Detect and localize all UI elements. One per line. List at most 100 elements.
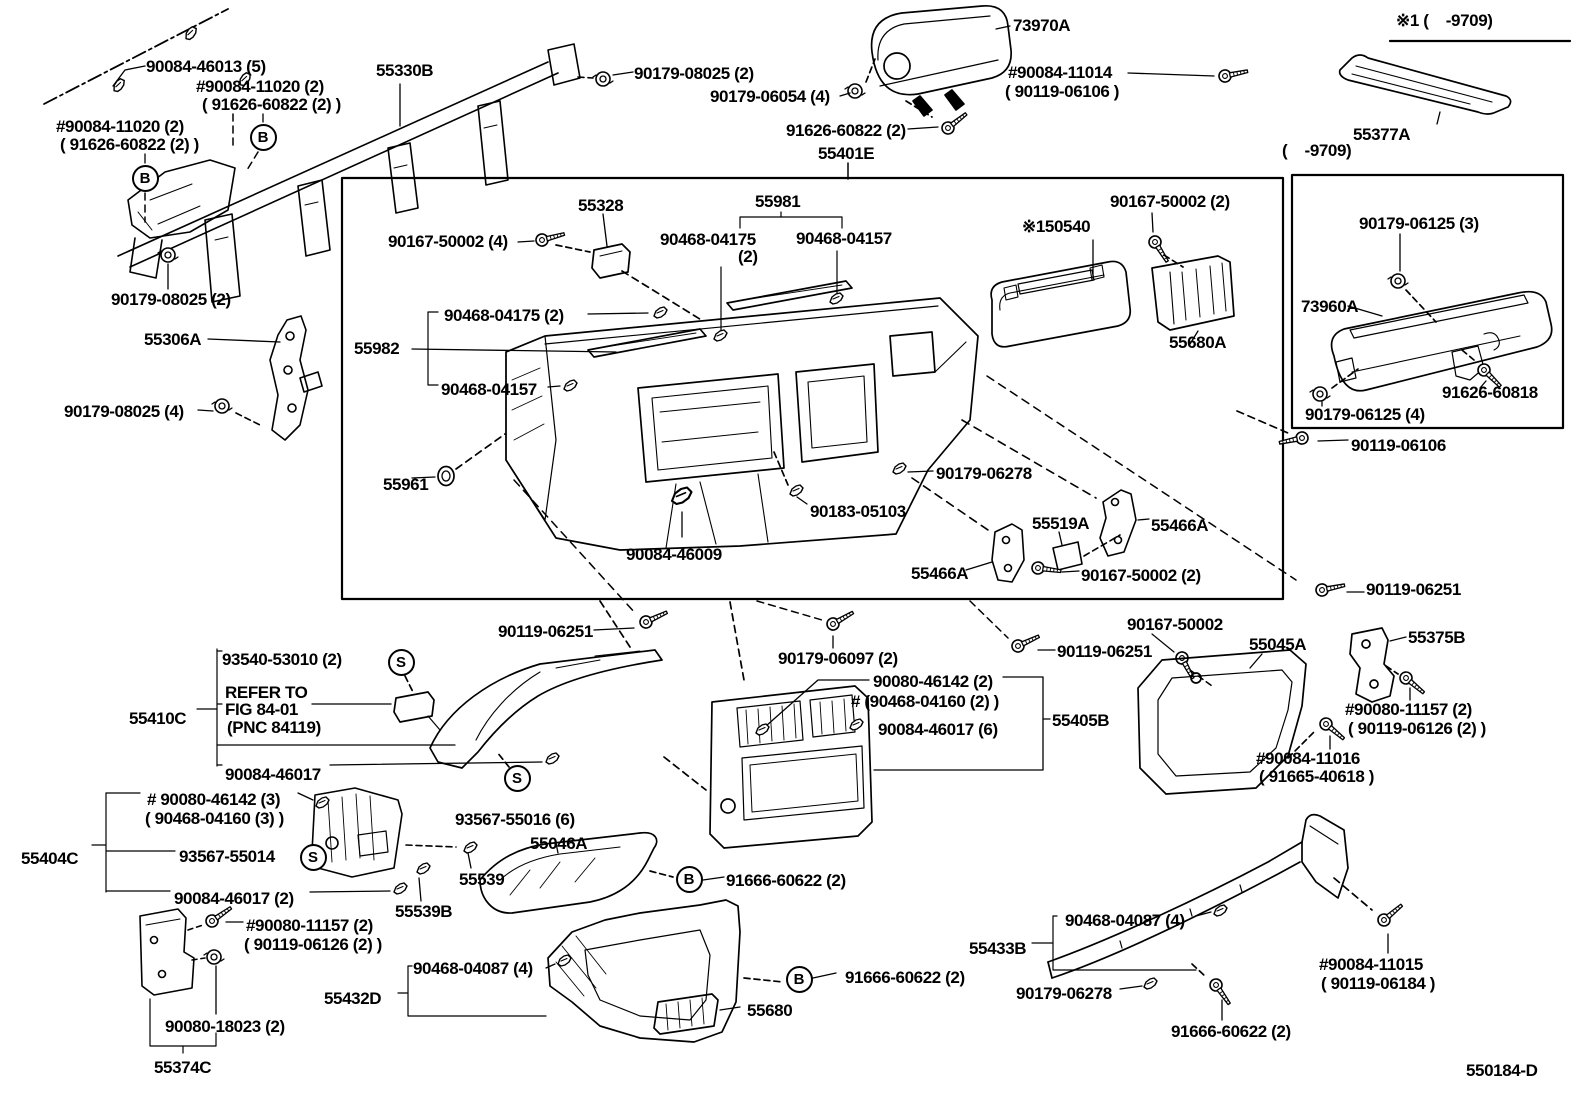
bracket-55374c	[139, 902, 244, 1054]
part-label-55981: 55981	[755, 192, 801, 211]
part-label-90468-04175-2: 90468-04175 (2)	[444, 306, 564, 325]
part-label-2: (2)	[738, 247, 758, 266]
part-label-55410c: 55410C	[129, 709, 187, 728]
part-label-90084-46009: 90084-46009	[626, 545, 722, 564]
part-label-55375b: 55375B	[1408, 628, 1466, 647]
assembly-marker-s-5: S	[299, 843, 327, 871]
cluster-housing-55045a	[1137, 627, 1429, 795]
part-label-90119-06251: 90119-06251	[498, 622, 593, 641]
part-label-90167-50002-2: 90167-50002 (2)	[1081, 566, 1201, 585]
lower-trim-55433b	[1031, 813, 1407, 1021]
part-label-90080-18023-2: 90080-18023 (2)	[165, 1017, 285, 1036]
part-label-55405b: 55405B	[1052, 711, 1110, 730]
part-label-90119-06126-2: ( 90119-06126 (2) )	[244, 935, 382, 954]
part-label-55539: 55539	[459, 870, 505, 889]
part-label-90084-11020-2: #90084-11020 (2)	[196, 77, 324, 96]
part-label-91626-60822-2: ( 91626-60822 (2) )	[60, 135, 199, 154]
part-label-1-9709: ※1 ( -9709)	[1396, 11, 1493, 30]
part-label-90084-11016: #90084-11016	[1256, 749, 1360, 768]
part-label-90119-06106: 90119-06106	[1351, 436, 1446, 455]
center-cluster-55405b	[663, 601, 1051, 849]
part-label-55519a: 55519A	[1032, 514, 1090, 533]
part-label-90183-05103: 90183-05103	[810, 502, 906, 521]
lower-panel-55432d	[397, 899, 837, 1043]
part-label-55046a: 55046A	[530, 834, 588, 853]
part-label-90468-04160-3: ( 90468-04160 (3) )	[145, 809, 284, 828]
part-label-90179-06125-4: 90179-06125 (4)	[1305, 405, 1425, 424]
part-label-90468-04160-2: # (90468-04160 (2) )	[851, 692, 999, 711]
part-label-55306a: 55306A	[144, 330, 202, 349]
part-label-55401e: 55401E	[818, 144, 875, 163]
part-label-90468-04157: 90468-04157	[796, 229, 892, 248]
part-label-90167-50002-4: 90167-50002 (4)	[388, 232, 508, 251]
instrument-panel-55401e	[411, 211, 979, 551]
part-label-90179-06278: 90179-06278	[936, 464, 1032, 483]
part-label-9709: ( -9709)	[1282, 141, 1352, 160]
part-label-55680a: 55680A	[1169, 333, 1227, 352]
part-label-55982: 55982	[354, 339, 400, 358]
part-label-refer-to: REFER TO	[225, 683, 308, 702]
part-label-90119-06184: ( 90119-06184 )	[1321, 974, 1436, 993]
part-label-55961: 55961	[383, 475, 429, 494]
part-label-90179-06125-3: 90179-06125 (3)	[1359, 214, 1479, 233]
part-label-90084-46017-2: 90084-46017 (2)	[174, 889, 294, 908]
part-label-90468-04087-4: 90468-04087 (4)	[413, 959, 533, 978]
part-label-93567-55016-6: 93567-55016 (6)	[455, 810, 575, 829]
part-label-91626-60818: 91626-60818	[1442, 383, 1538, 402]
assembly-marker-b-1: B	[249, 123, 277, 151]
part-label-90084-46013-5: 90084-46013 (5)	[146, 57, 266, 76]
cowl-line-art	[43, 8, 264, 223]
part-label-90179-06097-2: 90179-06097 (2)	[778, 649, 898, 668]
part-label-93567-55014: 93567-55014	[179, 847, 275, 866]
part-label-90468-04087-4: 90468-04087 (4)	[1065, 911, 1185, 930]
bracket-55306a	[197, 315, 323, 441]
part-label-55374c: 55374C	[154, 1058, 212, 1077]
part-label-90084-46017: 90084-46017	[225, 765, 321, 784]
part-label-fig-84-01: FIG 84-01	[225, 700, 298, 719]
part-label-55433b: 55433B	[969, 939, 1027, 958]
part-label-55328: 55328	[578, 196, 624, 215]
part-label-90084-11014: #90084-11014	[1008, 63, 1112, 82]
brackets-55519a-55466a	[911, 419, 1150, 583]
part-label-91666-60622-2: 91666-60622 (2)	[726, 871, 846, 890]
part-label-550184-d: 550184-D	[1466, 1061, 1538, 1080]
part-label-90119-06106: ( 90119-06106 )	[1005, 82, 1120, 101]
part-label-90179-06278: 90179-06278	[1016, 984, 1112, 1003]
part-label-150540: ※150540	[1022, 217, 1091, 236]
part-label-55432d: 55432D	[324, 989, 382, 1008]
assembly-marker-b-2: B	[131, 164, 159, 192]
tray-150540-and-register-55680a	[990, 212, 1235, 348]
part-label-73970a: 73970A	[1013, 16, 1071, 35]
part-label-55539b: 55539B	[395, 902, 453, 921]
part-label-55045a: 55045A	[1249, 635, 1307, 654]
part-label-55330b: 55330B	[376, 61, 434, 80]
part-label-90179-06054-4: 90179-06054 (4)	[710, 87, 830, 106]
part-label-91626-60822-2: ( 91626-60822 (2) )	[202, 95, 341, 114]
part-label-55404c: 55404C	[21, 849, 79, 868]
part-label-73960a: 73960A	[1301, 297, 1359, 316]
glove-door-73960a	[1236, 233, 1553, 450]
reinforcement-bar-55330b	[117, 43, 634, 303]
part-label-90119-06126-2: ( 90119-06126 (2) )	[1348, 719, 1486, 738]
part-label-90468-04175: 90468-04175	[660, 230, 756, 249]
cluster-bezel-55410c	[196, 600, 663, 769]
part-label-91626-60822-2: 91626-60822 (2)	[786, 121, 906, 140]
part-label-90080-46142-2: 90080-46142 (2)	[873, 672, 993, 691]
part-label-55377a: 55377A	[1353, 125, 1411, 144]
part-label-90179-08025-2: 90179-08025 (2)	[634, 64, 754, 83]
assembly-marker-b-6: B	[675, 865, 703, 893]
lower-pad-55046a	[479, 831, 725, 914]
part-label-93540-53010-2: 93540-53010 (2)	[222, 650, 342, 669]
assembly-marker-b-7: B	[785, 965, 813, 993]
part-label-90080-11157-2: #90080-11157 (2)	[1345, 700, 1472, 719]
assembly-boxes	[340, 39, 1572, 601]
part-label-90119-06251: 90119-06251	[1366, 580, 1461, 599]
part-label-90080-11157-2: #90080-11157 (2)	[246, 916, 373, 935]
part-label-90167-50002-2: 90167-50002 (2)	[1110, 192, 1230, 211]
assembly-marker-s-3: S	[387, 648, 415, 676]
part-label-90179-08025-2: 90179-08025 (2)	[111, 290, 231, 309]
part-label-90084-11020-2: #90084-11020 (2)	[56, 117, 184, 136]
part-label-91665-40618: ( 91665-40618 )	[1259, 767, 1374, 786]
part-label-55680: 55680	[747, 1001, 793, 1020]
